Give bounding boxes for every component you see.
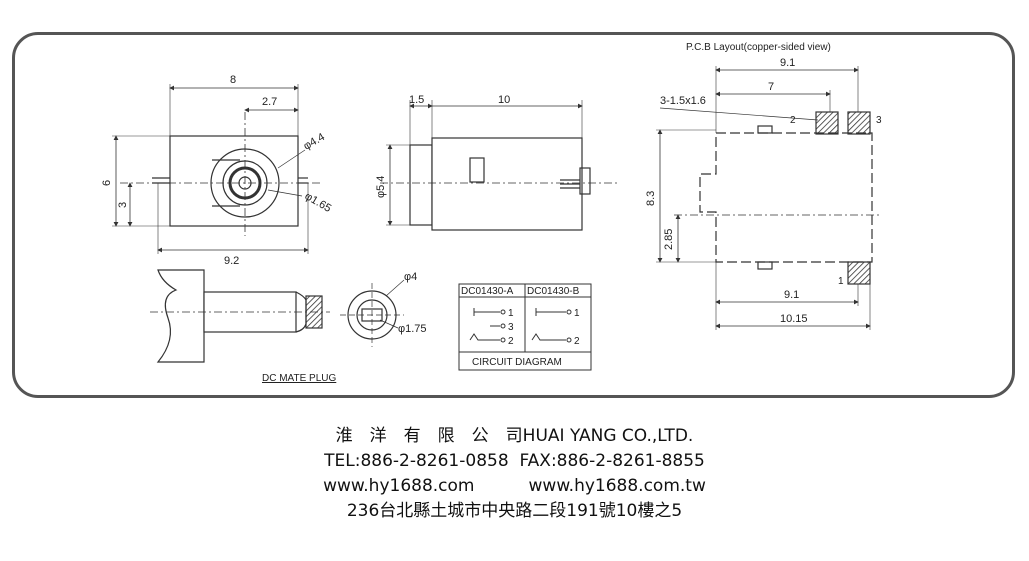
front-view xyxy=(112,84,320,254)
dim-flange: 1.5 xyxy=(409,94,424,106)
circuit-b-pin2: 2 xyxy=(574,336,580,347)
pcb-pad-2 xyxy=(815,111,839,135)
dc-mate-plug xyxy=(150,269,405,363)
pcb-mid-width: 7 xyxy=(768,81,774,93)
pcb-pad-1 xyxy=(847,261,871,285)
pcb-pin3-label: 3 xyxy=(876,115,882,126)
plug-dia-outer: φ4 xyxy=(404,271,417,283)
technical-drawing: 8 2.7 6 3 9.2 φ4.4 φ1.65 1.5 10 φ5.4 P.C… xyxy=(101,42,882,384)
dim-dia-small: φ1.65 xyxy=(303,190,334,215)
dim-offset: 2.7 xyxy=(262,96,277,108)
pcb-height: 8.3 xyxy=(645,191,657,206)
circuit-a-pin3: 3 xyxy=(508,322,514,333)
pcb-total-width: 10.15 xyxy=(780,313,808,325)
pcb-lower-height: 2.85 xyxy=(663,229,675,250)
circuit-col-a: DC01430-A xyxy=(461,286,514,297)
circuit-a-pin2: 2 xyxy=(508,336,514,347)
dim-width: 8 xyxy=(230,74,236,86)
company-address: 236台北縣土城市中央路二段191號10樓之5 xyxy=(346,501,683,521)
pcb-top-width: 9.1 xyxy=(780,57,795,69)
website-links: www.hy1688.com www.hy1688.com.tw xyxy=(323,476,706,496)
dim-bottom-width: 9.2 xyxy=(224,255,239,267)
plug-label: DC MATE PLUG xyxy=(262,373,336,384)
circuit-b-pin1: 1 xyxy=(574,308,580,319)
side-body xyxy=(431,137,583,231)
pcb-pin1-label: 1 xyxy=(838,276,844,287)
circuit-a-pin1: 1 xyxy=(508,308,514,319)
dim-dia-large: φ4.4 xyxy=(302,131,327,153)
dim-side-dia: φ5.4 xyxy=(375,176,387,198)
phone-fax: TEL:886-2-8261-0858 FAX:886-2-8261-8855 xyxy=(324,451,705,471)
dim-length: 10 xyxy=(498,94,510,106)
pcb-title: P.C.B Layout(copper-sided view) xyxy=(686,42,831,53)
dim-height: 6 xyxy=(101,180,113,186)
pcb-outline xyxy=(699,132,873,263)
dim-center-height: 3 xyxy=(117,202,129,208)
pcb-bottom-width: 9.1 xyxy=(784,289,799,301)
circuit-title: CIRCUIT DIAGRAM xyxy=(472,357,562,368)
side-view xyxy=(380,100,620,231)
company-footer: 淮 洋 有 限 公 司HUAI YANG CO.,LTD. TEL:886-2-… xyxy=(0,424,1029,524)
plug-dia-inner: φ1.75 xyxy=(398,323,427,335)
pcb-pad-3 xyxy=(847,111,871,135)
pcb-hole-spec: 3-1.5x1.6 xyxy=(660,95,706,107)
company-name: 淮 洋 有 限 公 司HUAI YANG CO.,LTD. xyxy=(335,426,694,446)
circuit-diagram xyxy=(458,283,592,371)
circuit-col-b: DC01430-B xyxy=(527,286,580,297)
pcb-pin2-label: 2 xyxy=(790,115,796,126)
pcb-layout xyxy=(656,66,880,330)
